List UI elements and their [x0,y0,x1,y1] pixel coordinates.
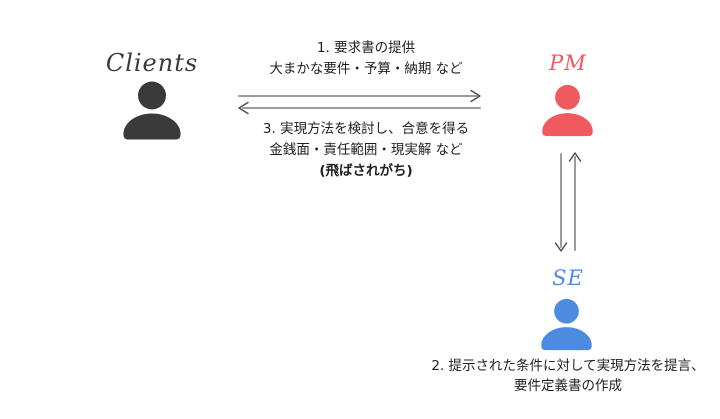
message-2-line-2: 要件定義書の作成 [514,378,622,394]
arrow-pm-to-clients-icon [238,101,481,115]
message-1-line-2: 大まかな要件・予算・納期 など [269,61,463,77]
se-person-icon [540,298,593,351]
message-2-proposal: 2. 提示された条件に対して実現方法を提言、 要件定義書の作成 [418,356,718,396]
arrow-pm-to-se-icon [554,153,568,252]
clients-label: Clients [105,49,199,77]
arrow-clients-to-pm-icon [238,89,481,103]
clients-person-icon [122,81,182,140]
pm-person-icon [541,84,594,137]
pm-label: PM [549,51,587,75]
message-3-line-2: 金銭面・責任範囲・現実解 など [269,142,463,158]
message-3-line-1: 3. 実現方法を検討し、合意を得る [262,121,470,137]
message-1-line-1: 1. 要求書の提供 [316,40,416,56]
message-1-request: 1. 要求書の提供 大まかな要件・予算・納期 など [216,38,516,80]
message-2-line-1: 2. 提示された条件に対して実現方法を提言、 [431,358,705,374]
se-label: SE [552,266,584,290]
message-3-agreement: 3. 実現方法を検討し、合意を得る 金銭面・責任範囲・現実解 など (飛ばされが… [216,119,516,182]
arrow-se-to-pm-icon [568,152,582,251]
message-3-note: (飛ばされがち) [319,163,413,179]
